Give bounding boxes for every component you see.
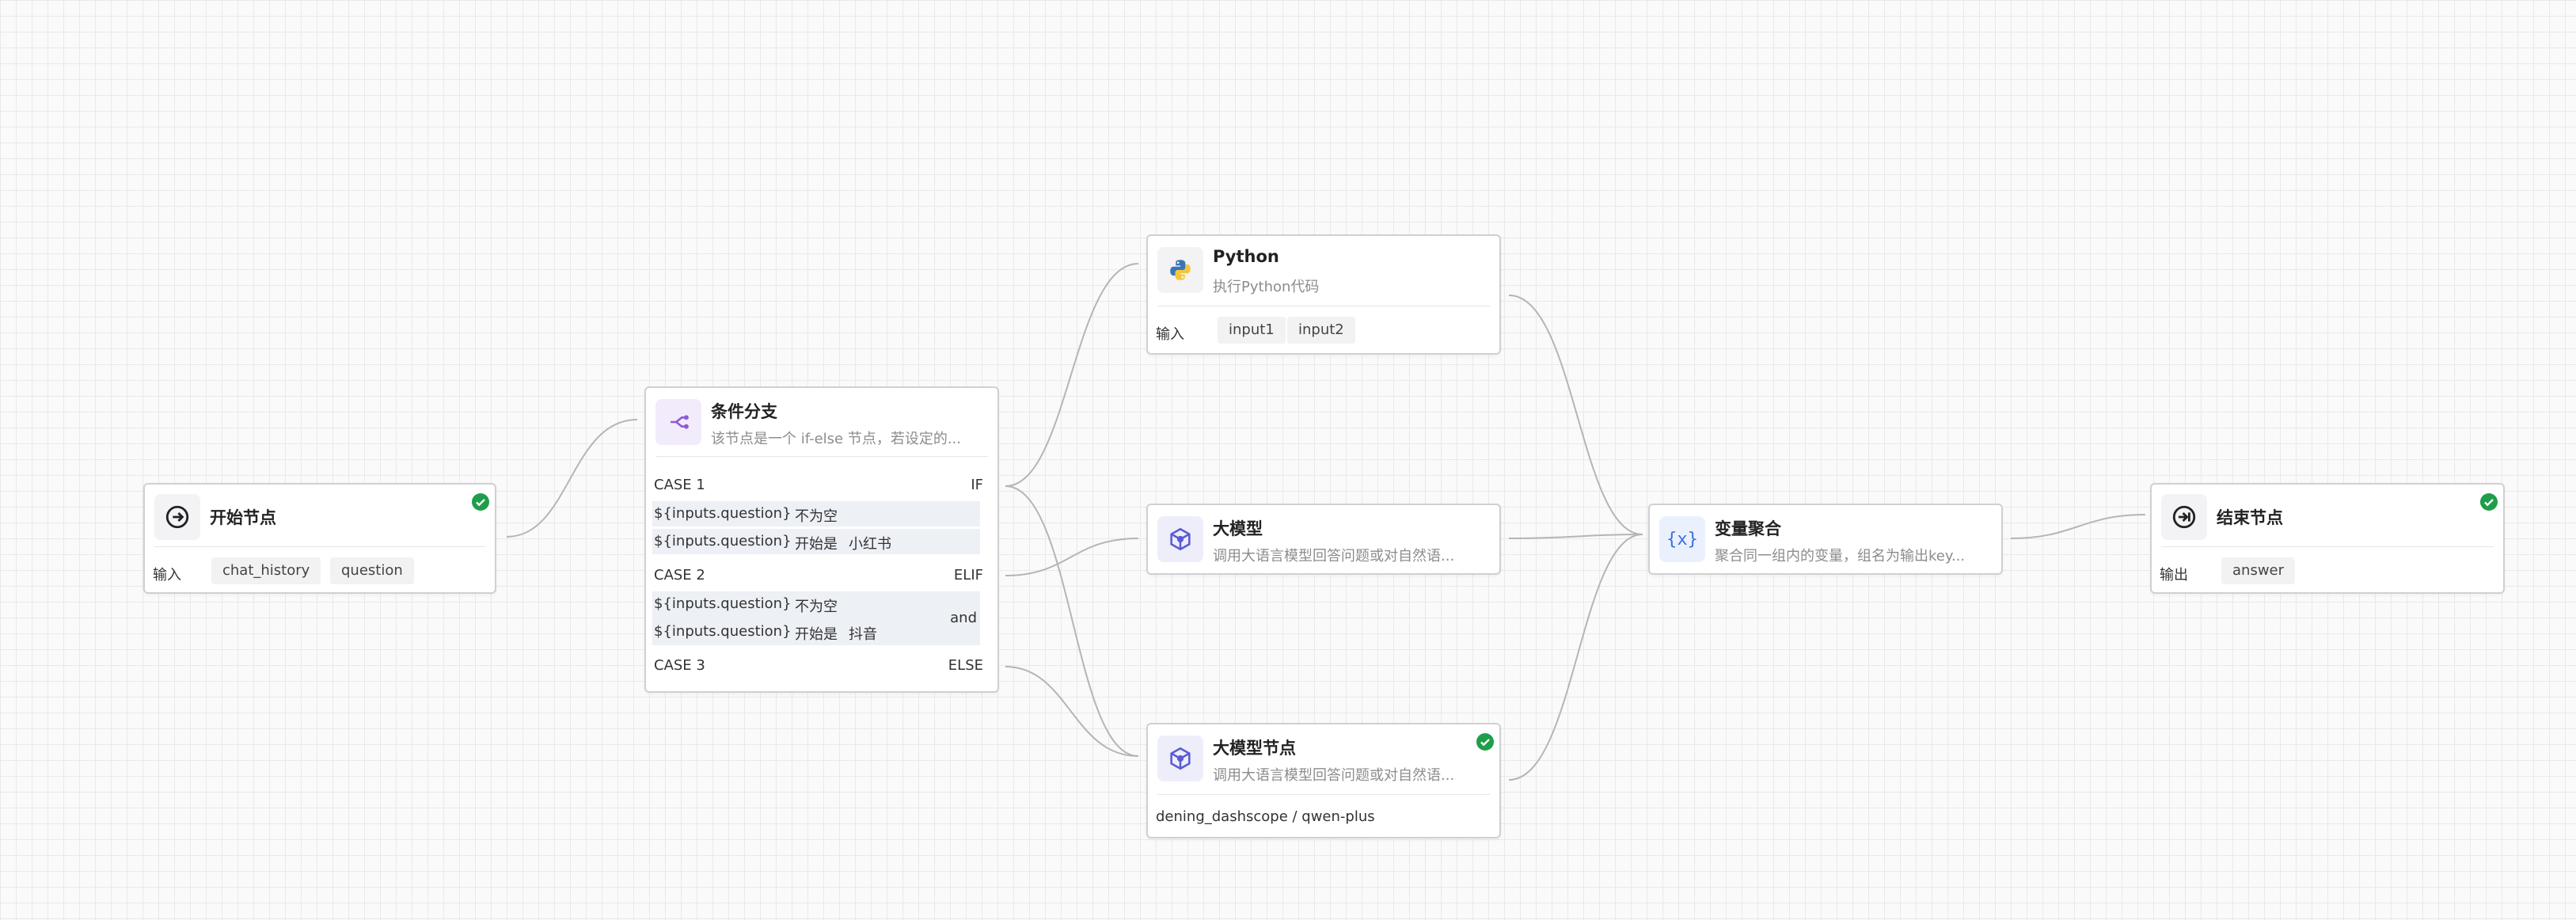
node-title: 条件分支 [711,402,777,421]
model-name: dening_dashscope / qwen-plus [1156,808,1375,825]
edge-case3-llm-node [1005,666,1139,757]
exit-circle-icon [2161,494,2207,540]
python-icon [1157,247,1203,293]
condition-value: 小红书 [849,536,891,553]
condition-variable: ${inputs.question} [654,595,792,612]
divider [655,456,988,457]
node-title: 大模型节点 [1213,739,1296,758]
condition-logic: and [950,610,977,626]
node-description: 调用大语言模型回答问题或对自然语... [1213,548,1455,565]
llm-node[interactable]: 大模型 调用大语言模型回答问题或对自然语... [1146,504,1501,575]
edge-llm-aggregator [1508,534,1643,539]
io-label: 输入 [153,567,181,584]
edge-case1-llm-node [1005,485,1139,757]
check-circle-icon [1476,733,1494,751]
node-title: 大模型 [1213,519,1263,538]
edge-llm-node-aggregator [1508,534,1643,781]
condition-operator: 开始是 [795,626,838,643]
condition-value: 抖音 [849,626,877,643]
case-keyword: IF [971,477,983,493]
branch-icon [655,399,701,445]
cube-icon [1157,736,1203,781]
node-title: Python [1213,247,1279,266]
case-label: CASE 1 [654,477,705,493]
python-node[interactable]: Python 执行Python代码 输入 input1 input2 [1146,234,1501,355]
end-node[interactable]: 结束节点 输出 answer [2150,483,2505,594]
node-title: 开始节点 [210,508,276,527]
condition-variable: ${inputs.question} [654,623,792,640]
node-title: 结束节点 [2217,508,2283,527]
aggregator-node[interactable]: {x} 变量聚合 聚合同一组内的变量，组名为输出key... [1648,504,2003,575]
node-description: 该节点是一个 if-else 节点，若设定的... [711,431,961,447]
start-node[interactable]: 开始节点 输入 chat_history question [143,483,496,594]
case-label: CASE 2 [654,567,705,584]
edge-aggregator-end [2010,514,2146,539]
edge-python-aggregator [1508,295,1643,535]
node-description: 执行Python代码 [1213,279,1320,295]
check-circle-icon [2480,493,2498,511]
arrow-right-circle-icon [154,494,200,540]
llm-model-node[interactable]: 大模型节点 调用大语言模型回答问题或对自然语... dening_dashsco… [1146,723,1501,838]
input-tag: input2 [1287,317,1355,344]
node-title: 变量聚合 [1715,519,1781,538]
io-label: 输出 [2160,567,2188,584]
condition-row [652,529,980,554]
output-tag: answer [2221,557,2296,584]
condition-variable: ${inputs.question} [654,505,792,522]
divider [154,546,485,547]
case-keyword: ELSE [948,657,983,674]
case-keyword: ELIF [953,567,983,584]
divider [1157,794,1490,795]
cube-icon [1157,516,1203,562]
condition-operator: 不为空 [795,599,838,615]
edge-start-condition [506,419,638,538]
condition-row [652,591,980,645]
condition-row [652,501,980,527]
edge-case1-python [1005,263,1139,487]
input-tag: input1 [1218,317,1286,344]
variable-braces-icon: {x} [1659,516,1705,562]
edge-case2-llm [1005,538,1139,576]
condition-operator: 开始是 [795,536,838,553]
node-description: 聚合同一组内的变量，组名为输出key... [1715,548,1966,565]
input-tag: chat_history [211,557,321,584]
divider [2161,546,2494,547]
condition-variable: ${inputs.question} [654,533,792,549]
case-label: CASE 3 [654,657,705,674]
condition-node[interactable]: 条件分支 该节点是一个 if-else 节点，若设定的... CASE 1 IF… [644,386,999,693]
input-tag: question [330,557,414,584]
check-circle-icon [472,493,489,511]
node-description: 调用大语言模型回答问题或对自然语... [1213,767,1455,784]
io-label: 输入 [1156,326,1184,343]
condition-operator: 不为空 [795,508,838,525]
